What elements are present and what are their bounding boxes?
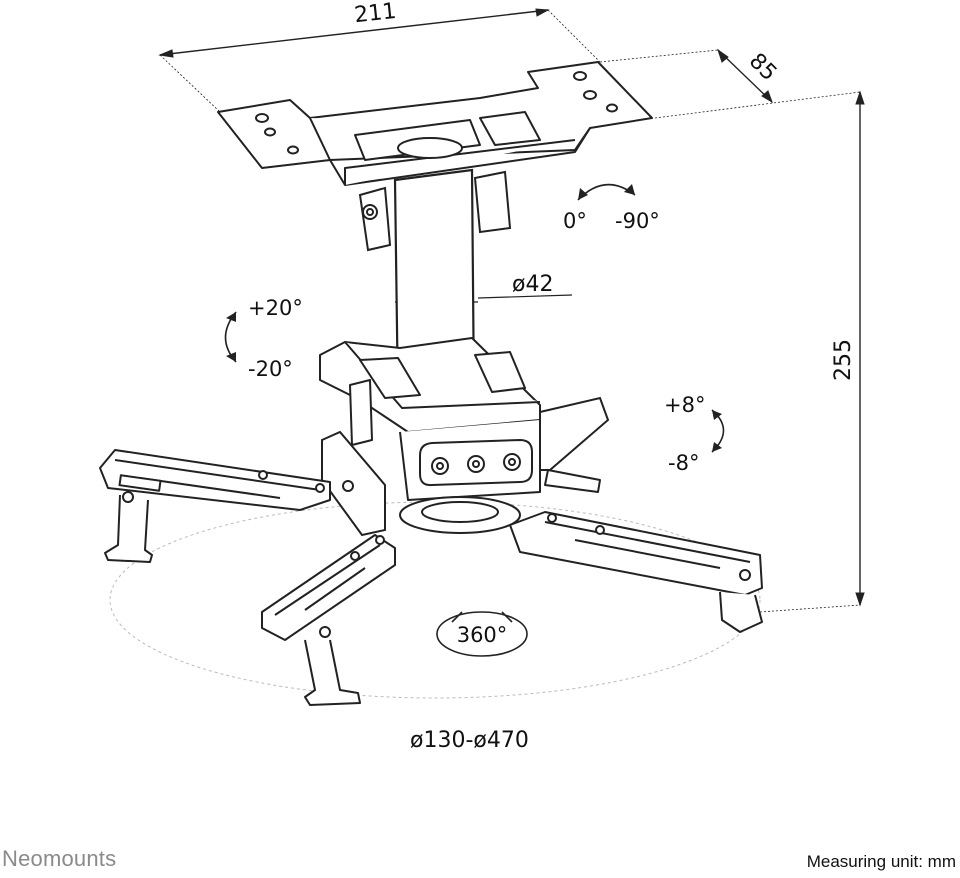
roll-positive-label: +8° bbox=[664, 393, 705, 417]
tube-diameter-label: ø42 bbox=[512, 272, 553, 297]
width-dimension-label: 211 bbox=[353, 0, 397, 28]
ceiling-plate bbox=[217, 61, 653, 186]
pan-end-label: -90° bbox=[615, 209, 660, 233]
roll-negative-label: -8° bbox=[668, 451, 699, 475]
tilt-positive-label: +20° bbox=[248, 296, 303, 320]
height-dimension-label: 255 bbox=[831, 339, 856, 381]
side-clamps bbox=[321, 396, 610, 537]
tilt-negative-label: -20° bbox=[248, 357, 293, 381]
swivel-disc bbox=[399, 496, 521, 534]
spider-arms bbox=[99, 449, 763, 706]
brand-logo: Neomounts bbox=[2, 846, 117, 871]
pan-start-label: 0° bbox=[563, 209, 587, 233]
adjustment-plate bbox=[419, 438, 533, 487]
rotation-arrows bbox=[224, 183, 725, 657]
swivel-label: 360° bbox=[457, 623, 508, 647]
measuring-unit-note: Measuring unit: mm bbox=[806, 852, 956, 871]
hinge-brackets bbox=[358, 170, 512, 252]
reach-diameter-label: ø130-ø470 bbox=[410, 728, 529, 753]
dimension-lines bbox=[158, 8, 865, 613]
